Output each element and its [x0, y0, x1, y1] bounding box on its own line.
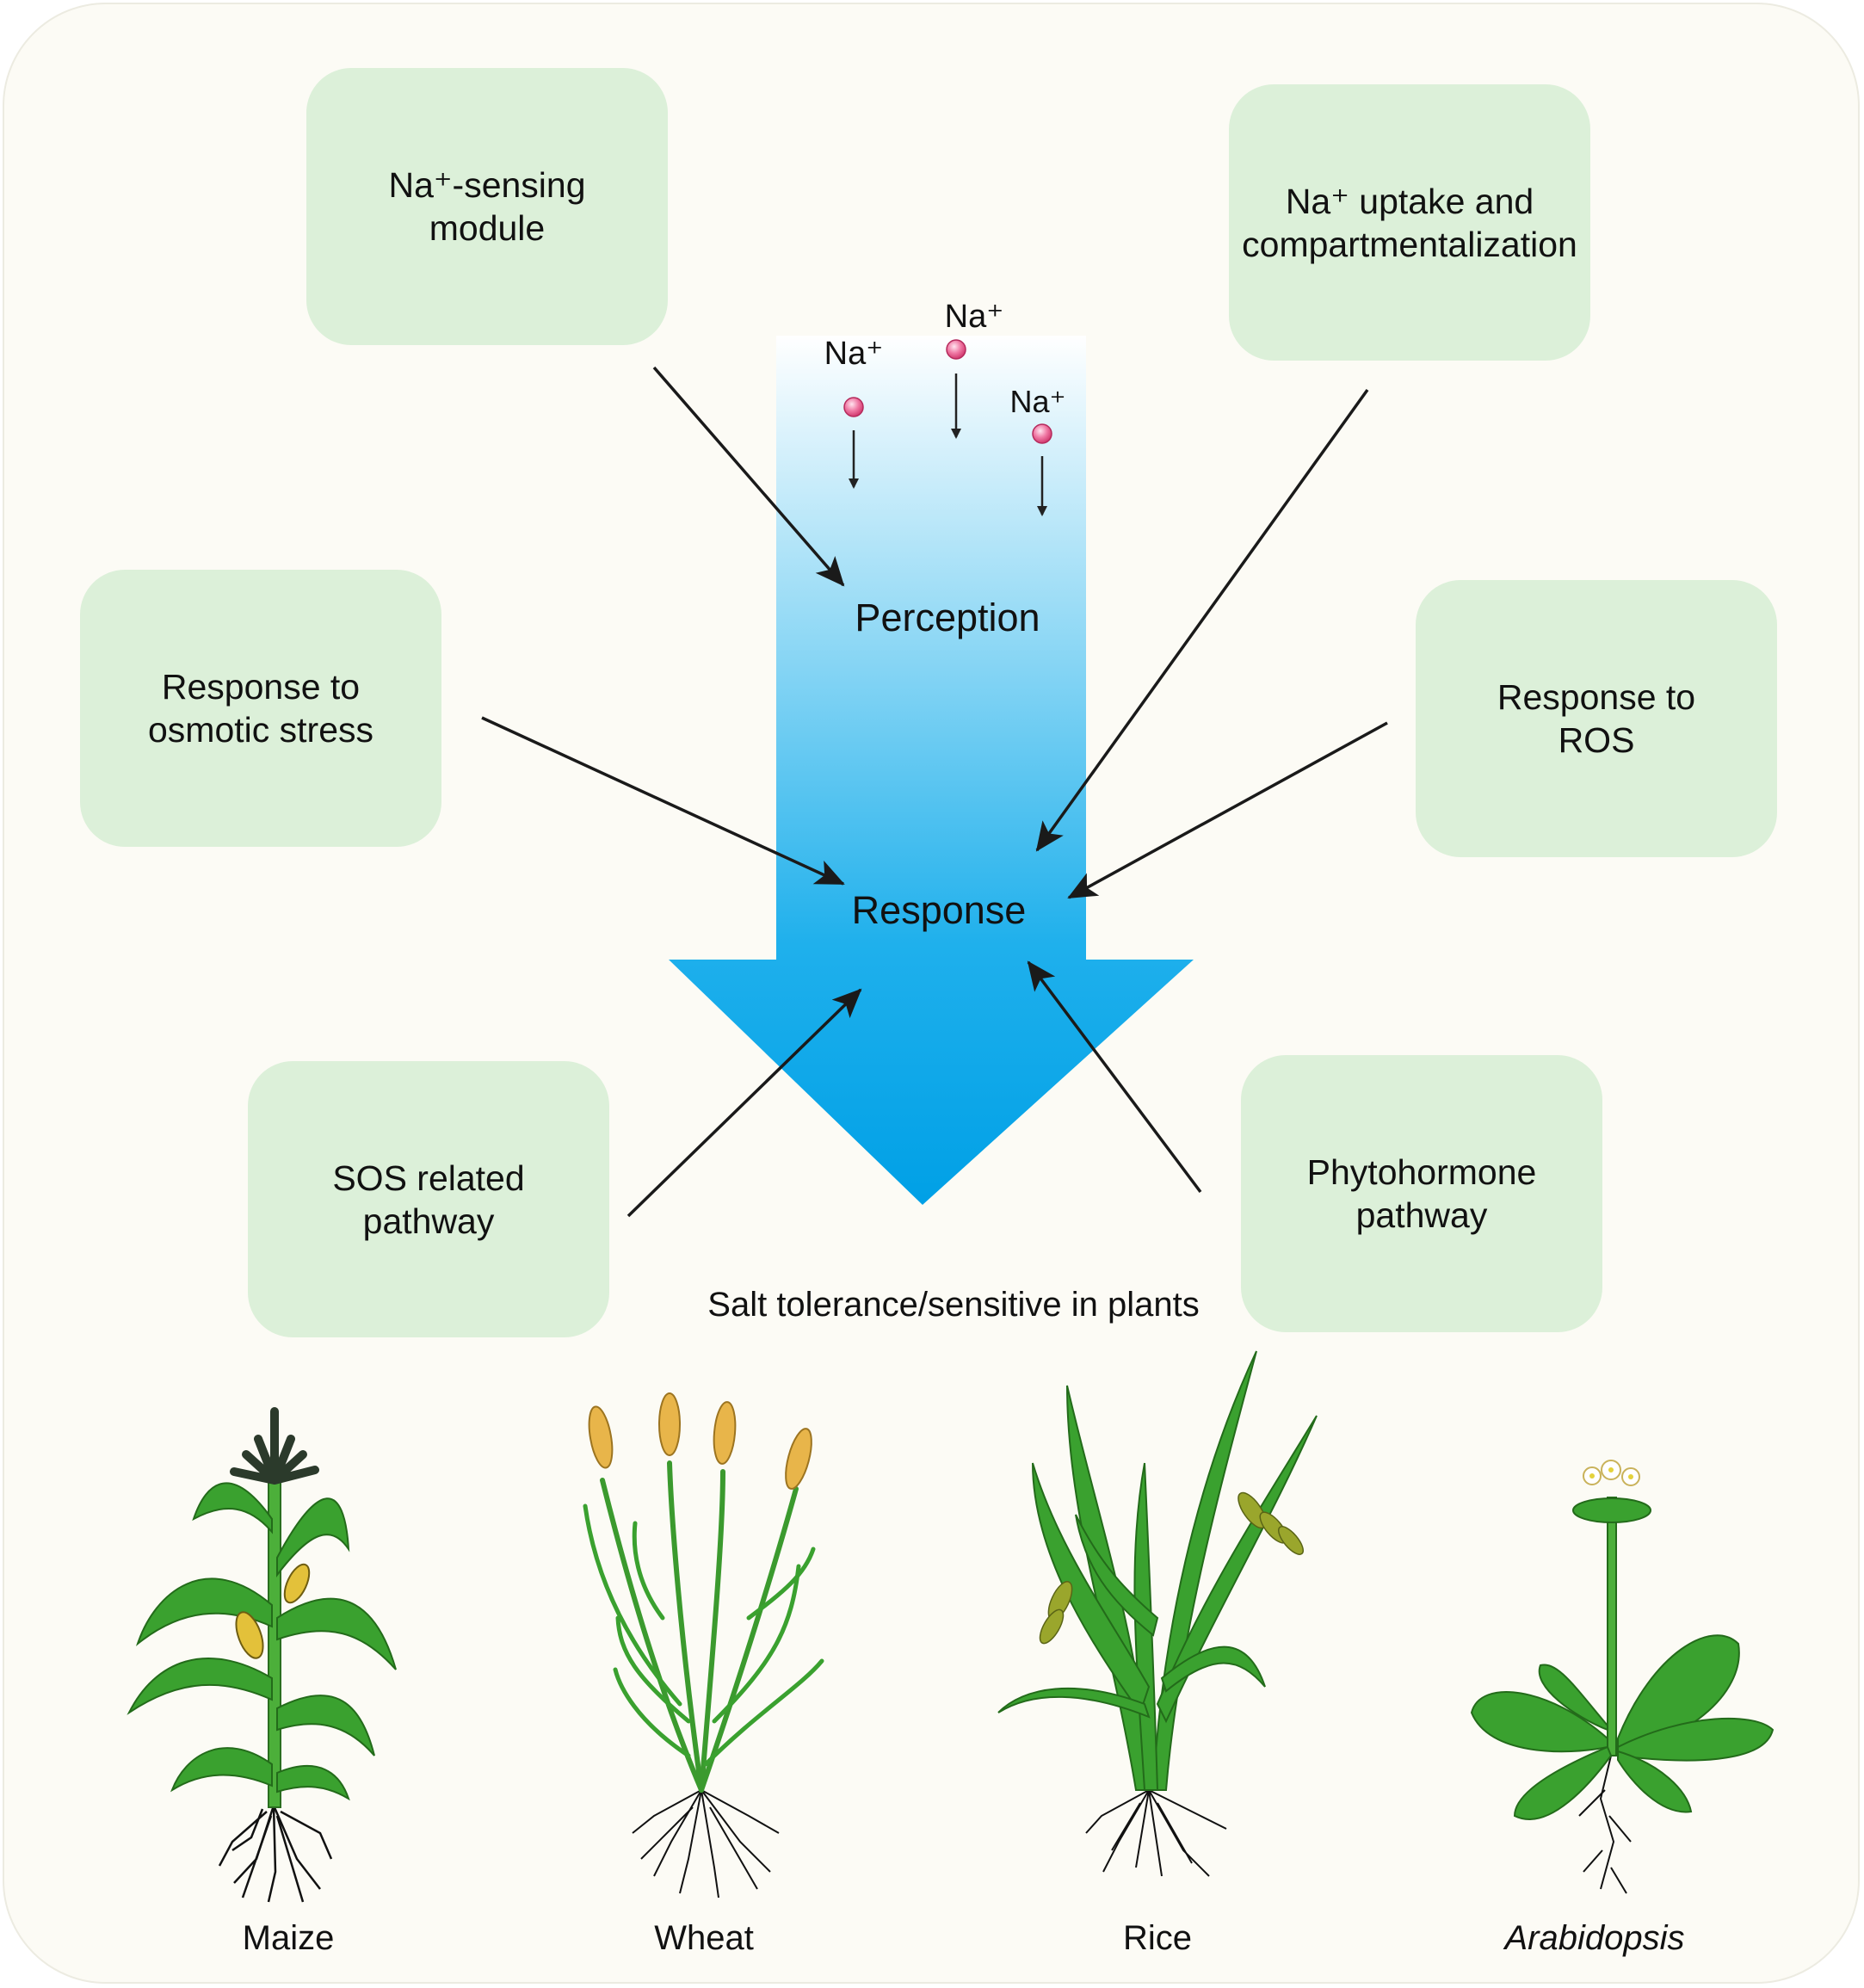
arrow-uptake-to-response	[1035, 388, 1369, 852]
arrow-sos-to-response	[626, 988, 862, 1218]
box-line: Phytohormone	[1306, 1152, 1537, 1192]
plant-label-rice: Rice	[1122, 1919, 1193, 1957]
box-line: SOS related	[332, 1158, 525, 1198]
box-line: pathway	[362, 1201, 495, 1241]
arrow-ros-to-response	[1067, 721, 1388, 899]
arrow-phytohormone-to-response	[1027, 960, 1202, 1194]
sodium-ion-3	[1032, 423, 1052, 516]
perception-label: Perception	[855, 596, 1040, 639]
plant-label-arabidopsis: Arabidopsis	[1504, 1919, 1685, 1957]
arabidopsis-illustration	[1470, 1460, 1775, 1894]
box-line: Na⁺-sensing	[388, 165, 586, 205]
response-label: Response	[851, 888, 1027, 932]
flow-arrow	[669, 336, 1194, 1205]
arrow-osmotic-to-response	[481, 716, 845, 886]
plant-label-maize: Maize	[242, 1919, 335, 1957]
box-line: compartmentalization	[1242, 224, 1577, 264]
box-line: pathway	[1355, 1195, 1488, 1235]
arrow-sensing-to-perception	[652, 366, 845, 587]
rice-illustration	[997, 1350, 1318, 1877]
box-line: module	[429, 208, 546, 248]
sodium-ion-2	[946, 339, 966, 439]
box-line: osmotic stress	[148, 710, 373, 750]
box-line: Na⁺ uptake and	[1285, 181, 1534, 221]
sodium-ion-1	[843, 397, 864, 489]
maize-illustration	[127, 1407, 397, 1903]
caption: Salt tolerance/sensitive in plants	[707, 1286, 1200, 1324]
box-line: Response to	[161, 667, 361, 707]
box-line: ROS	[1558, 720, 1635, 760]
plant-label-wheat: Wheat	[654, 1919, 754, 1957]
na-ion-label: Na⁺	[1009, 384, 1066, 419]
box-line: Response to	[1497, 677, 1696, 717]
na-ion-label: Na⁺	[824, 336, 884, 372]
wheat-illustration	[583, 1392, 824, 1898]
na-ion-label: Na⁺	[944, 299, 1004, 335]
